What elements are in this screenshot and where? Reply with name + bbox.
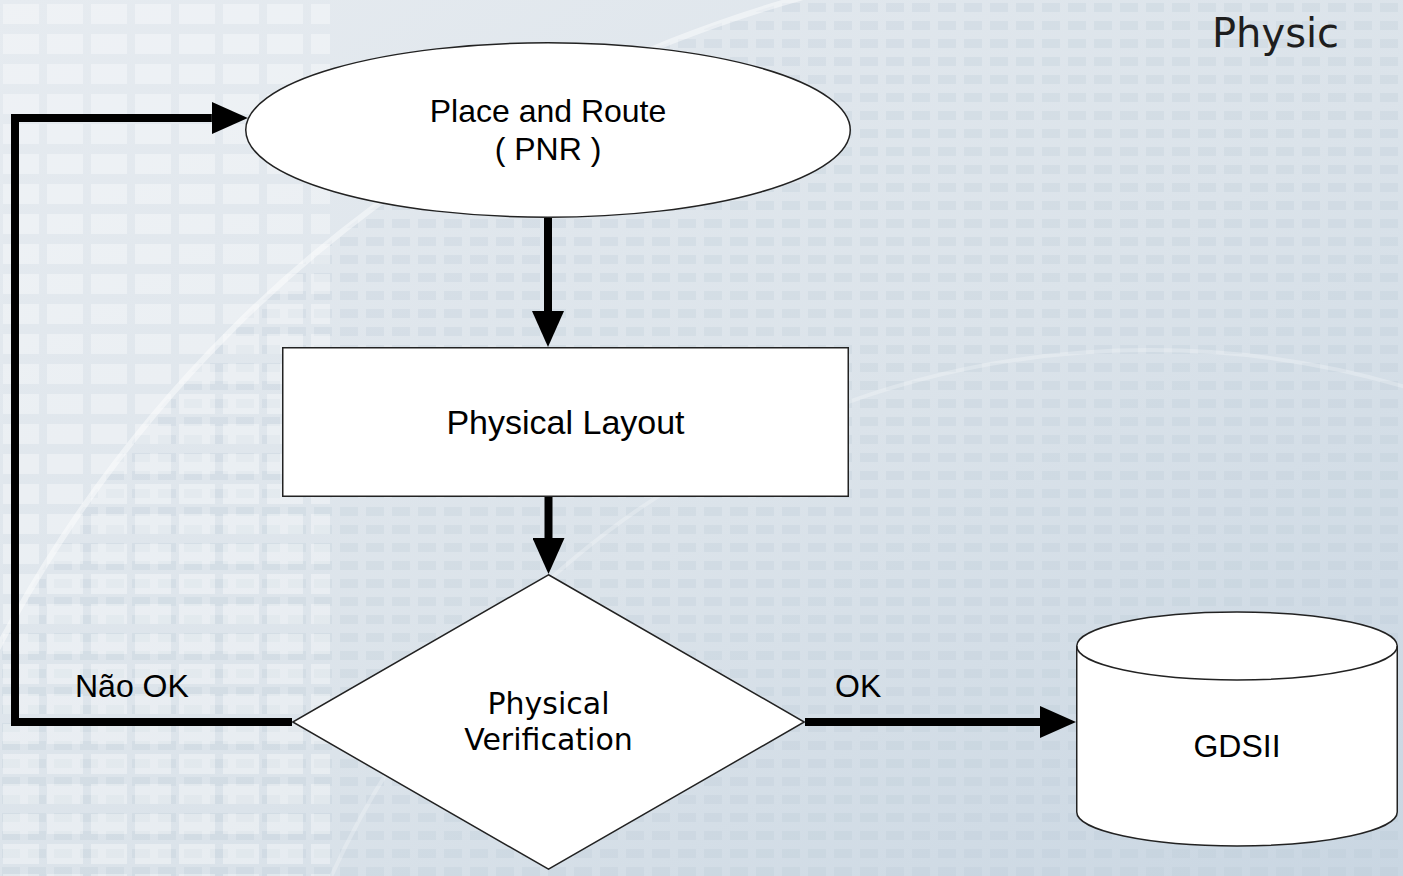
ellipse-outline — [246, 43, 851, 218]
cylinder-rim — [1077, 646, 1398, 680]
node-text: Place and Route ( PNR ) — [424, 92, 672, 169]
flow-arrow — [805, 718, 1040, 726]
diamond-outline — [293, 575, 805, 870]
process-ellipse-outline — [245, 42, 851, 218]
process-box: Physical Layout — [282, 347, 849, 497]
node-text: GDSII — [1193, 727, 1280, 765]
node-text-stack: Physical Layout — [446, 402, 684, 443]
node-content: GDSII — [1076, 646, 1398, 846]
node-text: Physical Verification — [429, 686, 669, 758]
flow-arrow — [544, 218, 552, 311]
node-text-stack: GDSII — [1193, 727, 1280, 765]
node-content: Physical Verification — [292, 574, 805, 870]
cylinder-body — [1077, 612, 1398, 846]
node-text: Physical Layout — [446, 402, 684, 443]
edge-label: OK — [835, 668, 881, 705]
node-content: Physical Layout — [282, 347, 849, 497]
node-text-stack: Place and Route ( PNR ) — [424, 92, 672, 169]
decision-diamond: Physical Verification — [292, 574, 805, 870]
edge-label: Não OK — [75, 668, 189, 705]
process-ellipse: Place and Route ( PNR ) — [245, 42, 851, 218]
node-text-stack: Physical Verification — [429, 686, 669, 758]
flow-arrow — [15, 118, 292, 722]
rect-outline — [283, 348, 849, 497]
flow-arrow — [545, 497, 553, 538]
node-content: Place and Route ( PNR ) — [245, 42, 851, 218]
diagram-title: Physic — [1212, 10, 1339, 56]
storage-cylinder: GDSII — [1076, 612, 1398, 846]
